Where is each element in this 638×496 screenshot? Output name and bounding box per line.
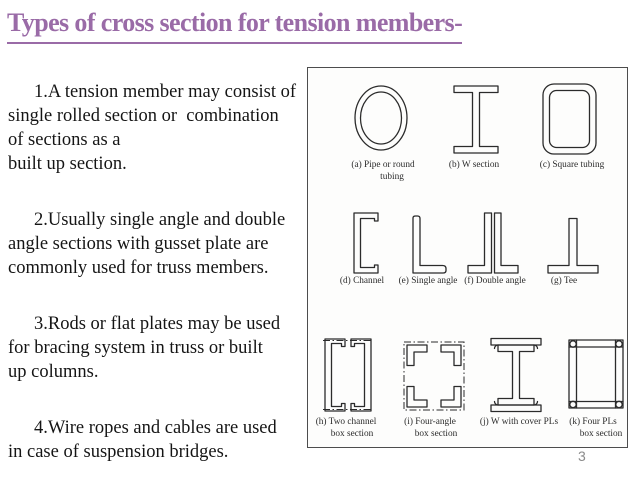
paragraph-4-line: in case of suspension bridges. — [8, 442, 229, 462]
paragraph-1-line: single rolled section or combination — [8, 106, 279, 126]
page-number: 3 — [578, 448, 586, 464]
paragraph-4-line: 4.Wire ropes and cables are used — [34, 418, 277, 438]
paragraph-3-line: for bracing system in truss or built — [8, 338, 263, 358]
label-j: (j) W with cover PLs — [480, 416, 559, 427]
cross-sections-figure: (a) Pipe or round tubing (b) W section (… — [307, 67, 628, 448]
label-d: (d) Channel — [340, 275, 385, 286]
pipe-round-tubing-shape — [354, 85, 408, 151]
cross-sections-diagram: (a) Pipe or round tubing (b) W section (… — [316, 83, 624, 439]
tee-shape — [547, 217, 599, 274]
double-angle-shape — [467, 212, 519, 274]
label-g: (g) Tee — [551, 275, 577, 286]
paragraph-3-line: up columns. — [8, 362, 99, 382]
paragraph-2-line: commonly used for truss members. — [8, 258, 269, 278]
single-angle-shape — [412, 215, 447, 274]
w-section-shape — [453, 85, 499, 154]
paragraph-2-line: 2.Usually single angle and double — [34, 210, 286, 230]
body-text: 1.A tension member may consist of single… — [8, 80, 310, 496]
label-e: (e) Single angle — [399, 275, 458, 286]
label-k: (k) Four PLs — [569, 416, 617, 427]
square-tubing-shape — [542, 83, 597, 155]
slide: Types of cross section for tension membe… — [7, 7, 628, 464]
paragraph-1: 1.A tension member may consist of single… — [8, 80, 310, 176]
two-channel-box-shape — [323, 338, 373, 412]
paragraph-3-line: 3.Rods or flat plates may be used — [34, 314, 281, 334]
label-h-line2: box section — [331, 429, 374, 439]
w-with-cover-plates-shape — [490, 337, 542, 413]
label-f: (f) Double angle — [464, 275, 525, 286]
label-k-line2: box section — [580, 429, 623, 439]
paragraph-4: 4.Wire ropes and cables are used in case… — [8, 416, 310, 464]
four-plates-box-shape — [568, 339, 624, 409]
label-a: (a) Pipe or round — [351, 159, 415, 170]
label-c: (c) Square tubing — [540, 159, 605, 170]
paragraph-1-line: 1.A tension member may consist of — [34, 82, 297, 102]
paragraph-2: 2.Usually single angle and double angle … — [8, 208, 310, 280]
four-angle-box-shape — [403, 341, 465, 411]
label-i: (i) Four-angle — [404, 416, 456, 427]
paragraph-1-line: of sections as a — [8, 130, 121, 150]
label-h: (h) Two channel — [316, 416, 377, 427]
paragraph-1-line: built up section. — [8, 154, 127, 174]
channel-shape — [353, 212, 379, 274]
paragraph-3: 3.Rods or flat plates may be used for br… — [8, 312, 310, 384]
label-i-line2: box section — [415, 429, 458, 439]
label-b: (b) W section — [449, 159, 500, 170]
page-title: Types of cross section for tension membe… — [7, 7, 463, 44]
paragraph-2-line: angle sections with gusset plate are — [8, 234, 269, 254]
label-a-line2: tubing — [380, 172, 404, 182]
